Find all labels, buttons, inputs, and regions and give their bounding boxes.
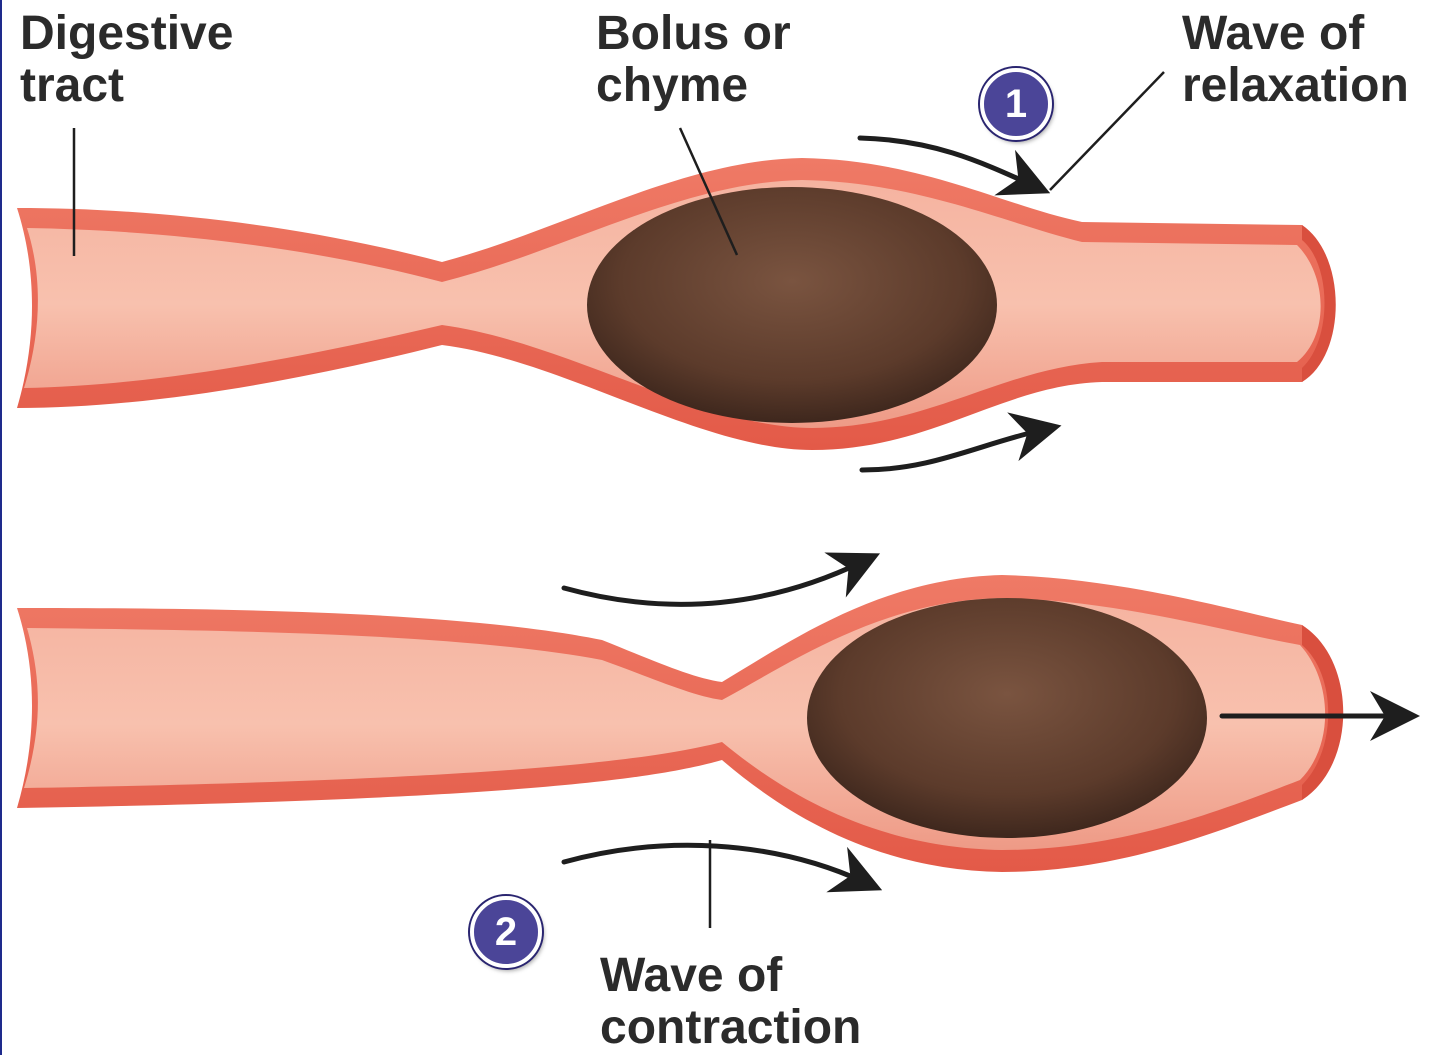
label-contraction-line2: contraction [600,1002,861,1054]
label-contraction-line1: Wave of [600,950,861,1002]
label-bolus-line1: Bolus or [596,8,791,60]
digestive-tract-bottom [17,575,1343,872]
label-digestive-tract-line1: Digestive [20,8,233,60]
label-relaxation-line1: Wave of [1182,8,1409,60]
digestive-tract-top [17,158,1336,450]
leader-relaxation [1050,72,1164,190]
label-bolus-line2: chyme [596,60,791,112]
step-badge-1: 1 [980,68,1052,140]
label-digestive-tract: Digestive tract [20,8,233,112]
bolus-bottom [807,598,1207,838]
label-bolus: Bolus or chyme [596,8,791,112]
arrow-contraction-top [564,562,862,604]
label-digestive-tract-line2: tract [20,60,233,112]
bolus-top [587,187,997,423]
label-relaxation-line2: relaxation [1182,60,1409,112]
label-relaxation: Wave of relaxation [1182,8,1409,112]
label-contraction: Wave of contraction [600,950,861,1054]
arrow-contraction-bottom [564,845,864,882]
step-badge-2: 2 [470,896,542,968]
